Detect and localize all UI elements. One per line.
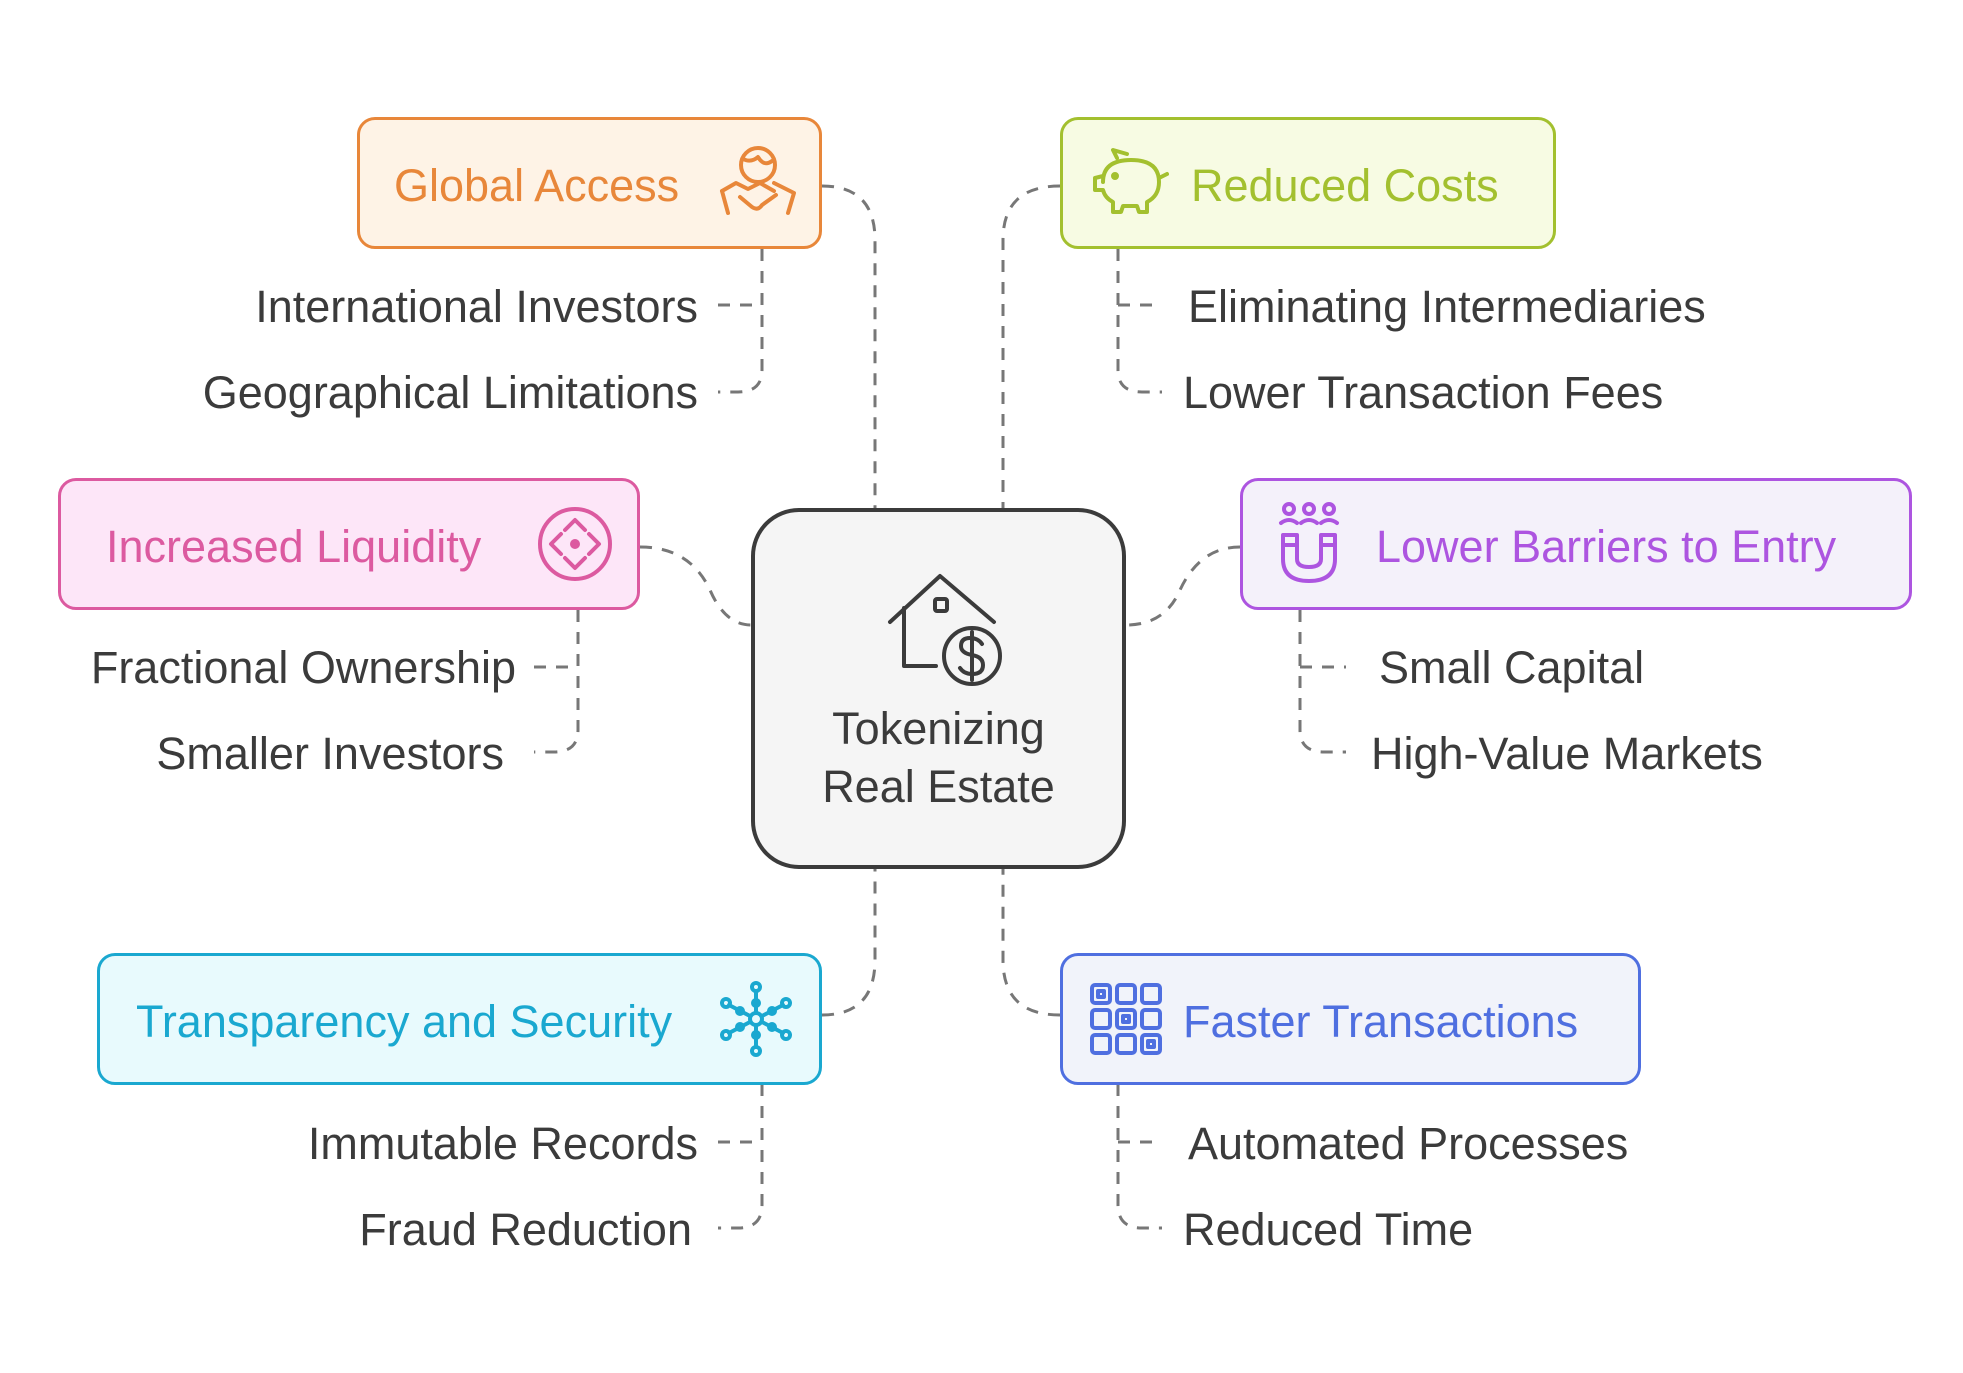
center-title-line2: Real Estate (822, 761, 1055, 812)
branch-increased-liquidity (534, 610, 580, 754)
lower-barriers-box: Lower Barriers to Entry (1240, 478, 1912, 610)
branch-transparency-security (718, 1084, 764, 1230)
increased-liquidity-item-2: Smaller Investors (156, 728, 504, 779)
global-access-item-2: Geographical Limitations (202, 367, 698, 418)
branch-reduced-costs (1116, 249, 1162, 394)
faster-transactions-label: Faster Transactions (1183, 996, 1579, 1047)
reduced-costs-label: Reduced Costs (1191, 160, 1499, 211)
lower-barriers-label: Lower Barriers to Entry (1376, 521, 1837, 572)
reduced-costs-box: Reduced Costs (1060, 117, 1556, 249)
piggy-bank-icon (1093, 148, 1169, 214)
branch-lower-barriers (1298, 610, 1346, 754)
transparency-security-label: Transparency and Security (136, 996, 673, 1047)
faster-transactions-item-2: Reduced Time (1183, 1204, 1474, 1255)
center-node: Tokenizing Real Estate (751, 508, 1126, 869)
connector-lower-barriers (1125, 545, 1241, 627)
lower-barriers-item-2: High-Value Markets (1371, 728, 1763, 779)
transparency-security-item-1: Immutable Records (307, 1118, 698, 1169)
house-dollar-icon (888, 574, 1002, 686)
connector-reduced-costs (1001, 184, 1061, 508)
global-access-box: Global Access (357, 117, 822, 249)
connector-transparency-security (821, 869, 877, 1017)
center-title-line1: Tokenizing (832, 703, 1045, 754)
grid-blocks-icon (1090, 983, 1162, 1055)
faster-transactions-box: Faster Transactions (1060, 953, 1641, 1085)
transparency-security-item-2: Fraud Reduction (359, 1204, 692, 1255)
faster-transactions-item-1: Automated Processes (1188, 1118, 1629, 1169)
increased-liquidity-label: Increased Liquidity (106, 521, 482, 572)
reduced-costs-item-1: Eliminating Intermediaries (1188, 281, 1706, 332)
increased-liquidity-box: Increased Liquidity (58, 478, 640, 610)
reduced-costs-item-2: Lower Transaction Fees (1183, 367, 1664, 418)
transparency-security-box: Transparency and Security (97, 953, 822, 1085)
branch-global-access (718, 249, 764, 394)
liquidity-diamond-icon (538, 507, 612, 581)
lower-barriers-item-1: Small Capital (1379, 642, 1645, 693)
global-access-label: Global Access (394, 160, 680, 211)
handshake-globe-icon (720, 146, 796, 215)
connector-faster-transactions (1001, 869, 1061, 1017)
connector-global-access (821, 184, 877, 508)
increased-liquidity-item-1: Fractional Ownership (90, 642, 516, 693)
global-access-item-1: International Investors (255, 281, 698, 332)
branch-faster-transactions (1116, 1084, 1162, 1230)
connector-increased-liquidity (639, 545, 752, 627)
magnet-people-icon (1279, 502, 1339, 583)
network-nodes-icon (720, 981, 792, 1057)
